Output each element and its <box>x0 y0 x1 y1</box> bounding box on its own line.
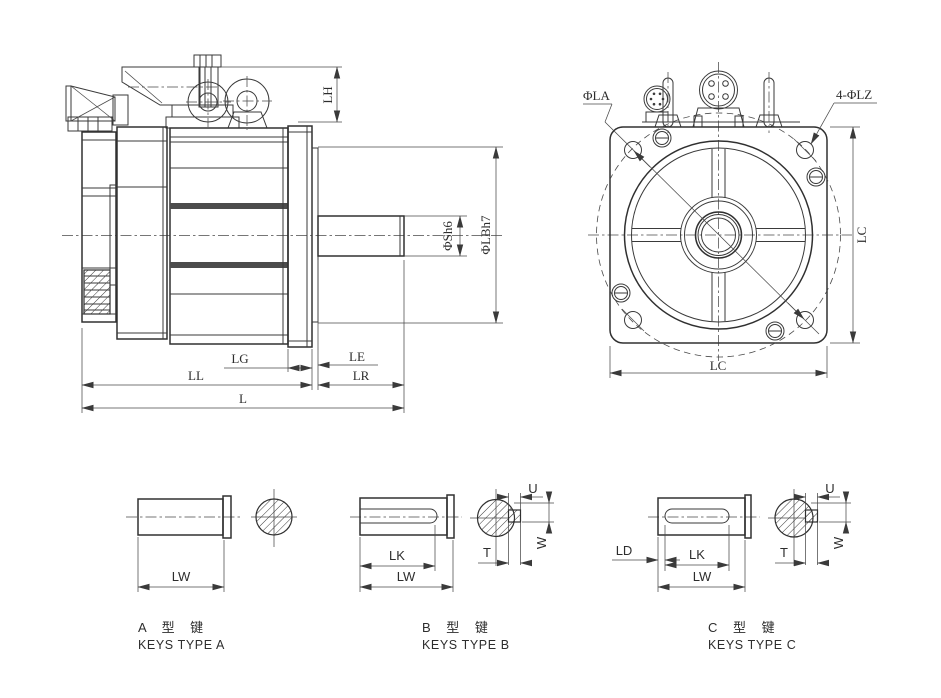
captions: A 型 键 KEYS TYPE A B 型 键 KEYS TYPE B C 型 … <box>138 620 796 652</box>
screw-heads <box>611 128 826 341</box>
dim-label-c-t: T <box>780 545 788 560</box>
dim-label-pilot-dia: ΦLBh7 <box>478 215 493 255</box>
dim-label-lc-h: LC <box>710 358 727 373</box>
dim-label-b-t: T <box>483 545 491 560</box>
key-b-keyway <box>360 508 438 524</box>
dim-label-lc-v: LC <box>854 227 869 244</box>
dim-label-mount-holes: 4-ΦLZ <box>836 87 872 102</box>
encoder-cover <box>81 131 117 323</box>
motor-side-view: LH ΦSh6 ΦLBh7 LG LE <box>62 54 505 413</box>
caption-type-a-en: KEYS TYPE A <box>138 638 225 652</box>
caption-type-c-en: KEYS TYPE C <box>708 638 796 652</box>
dim-label-b-lw: LW <box>397 569 416 584</box>
dim-label-b-u: U <box>528 481 537 496</box>
dim-label-c-lk: LK <box>689 547 705 562</box>
key-type-b: LK LW U W T <box>350 481 554 592</box>
dim-label-c-ld: LD <box>616 543 633 558</box>
dim-label-lh: LH <box>320 86 335 103</box>
caption-type-b-en: KEYS TYPE B <box>422 638 510 652</box>
dim-label-ll: LL <box>188 368 204 383</box>
caption-type-b-cn: B 型 键 <box>422 620 494 635</box>
dim-lc-horizontal: LC <box>609 346 828 378</box>
dim-label-b-w: W <box>534 536 549 549</box>
dim-lc-vertical: LC <box>830 126 869 344</box>
dim-label-b-lk: LK <box>389 548 405 563</box>
dim-label-lr: LR <box>353 368 370 383</box>
encoder-connector-front <box>643 85 671 123</box>
dim-bolt-circle: ΦLA <box>583 88 820 335</box>
shaft-circle <box>694 211 743 259</box>
motor-front-view: ΦLA 4-ΦLZ LC LC <box>583 62 877 378</box>
output-shaft <box>317 215 405 257</box>
eyebolt-1 <box>186 79 231 127</box>
dim-l: L <box>81 391 405 412</box>
mounting-holes <box>621 138 817 332</box>
eyebolt-front-2 <box>755 72 783 133</box>
dim-ll: LL <box>81 368 313 389</box>
dim-label-a-lw: LW <box>172 569 191 584</box>
dim-le: LE <box>317 349 378 369</box>
cable-elbow-connector-1 <box>65 85 129 126</box>
flange-square <box>609 126 828 344</box>
spokes <box>632 149 805 321</box>
terminal-block <box>67 116 113 132</box>
cable-elbow-connector-2 <box>121 54 240 129</box>
dim-mount-holes: 4-ΦLZ <box>810 87 877 145</box>
dim-label-bolt-circle: ΦLA <box>583 88 610 103</box>
dim-label-l: L <box>239 391 247 406</box>
eyebolt-2 <box>223 76 272 130</box>
motor-body <box>169 127 289 345</box>
dim-shaft-diameter: ΦSh6 <box>404 215 467 257</box>
bolt-circle <box>596 112 841 358</box>
dim-label-c-u: U <box>825 481 834 496</box>
caption-type-a-cn: A 型 键 <box>138 620 209 635</box>
rear-housing <box>116 126 168 340</box>
dim-label-shaft-dia: ΦSh6 <box>440 221 455 251</box>
power-connector-front <box>692 70 745 128</box>
caption-type-c-cn: C 型 键 <box>708 620 781 635</box>
key-type-a: LW <box>126 489 297 592</box>
mounting-flange <box>287 125 313 348</box>
flange-circle-outer <box>623 140 814 330</box>
key-b-cross-section: U W T <box>470 481 554 567</box>
dim-lr: LR <box>317 368 405 389</box>
key-c-shaft <box>657 497 746 536</box>
flange-circle-inner <box>631 147 806 323</box>
dim-lg: LG <box>224 351 313 372</box>
dim-label-c-w: W <box>831 536 846 549</box>
key-a-cross-section <box>251 489 297 547</box>
pilot-spigot <box>311 147 319 323</box>
dim-lh: LH <box>221 66 342 123</box>
key-c-keyway <box>664 508 730 524</box>
dim-label-le: LE <box>349 349 365 364</box>
dim-pilot-diameter: ΦLBh7 <box>318 146 503 324</box>
encoder-connector-fins <box>83 269 111 315</box>
key-b-shaft <box>359 497 448 536</box>
hub-circle <box>680 196 757 274</box>
key-c-cross-section: U W T <box>768 481 851 567</box>
dim-label-lg: LG <box>231 351 248 366</box>
key-type-c: LD LK LW U W T <box>612 481 851 592</box>
dim-label-c-lw: LW <box>693 569 712 584</box>
